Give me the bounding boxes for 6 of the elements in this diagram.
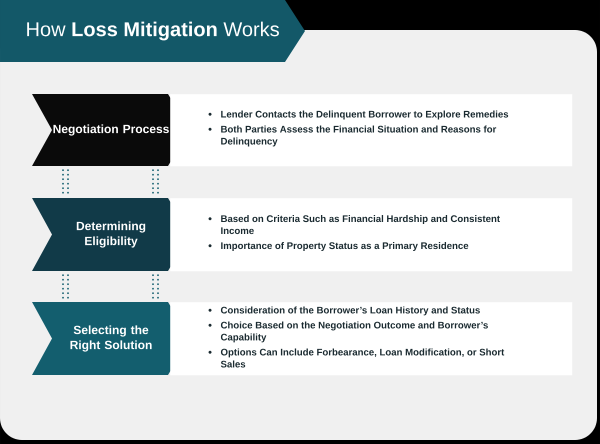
dotted-connector xyxy=(62,169,159,195)
text-panel: Lender Contacts the Delinquent Borrower to Explore Remedies Both Parties Assess the Financial Situation and Reasons for Delinquency xyxy=(170,94,572,166)
title-banner: How Loss Mitigation Works xyxy=(0,0,305,62)
text-panel: Consideration of the Borrower’s Loan History and Status Choice Based on the Negotiation Outcome and Borrower’s Capability Options Can Include Forbearance, Loan Modification, or Short Sales xyxy=(170,302,572,376)
text-panel: Based on Criteria Such as Financial Hardship and Consistent Income Importance of Property Status as a Primary Residence xyxy=(170,198,572,272)
dotted-connector xyxy=(62,274,159,299)
